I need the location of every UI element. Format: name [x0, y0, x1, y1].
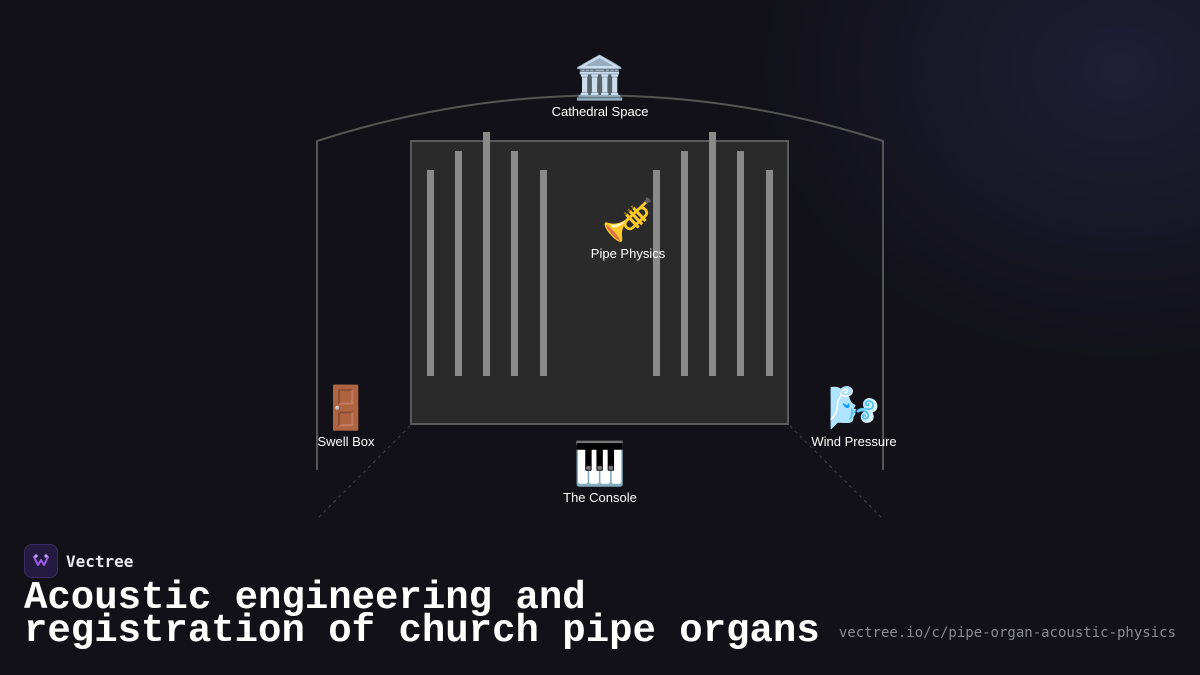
piano-keys-icon: 🎹: [573, 439, 627, 488]
classical-building-icon: 🏛️: [573, 53, 627, 102]
cathedral-arch: [316, 94, 884, 470]
node-label: Swell Box: [317, 434, 375, 449]
source-url[interactable]: vectree.io/c/pipe-organ-acoustic-physics: [838, 625, 1176, 641]
wind-face-icon: 🌬️: [827, 383, 881, 432]
node-label: Wind Pressure: [811, 434, 897, 449]
trumpet-icon: 🎺: [601, 195, 655, 244]
brand[interactable]: Vectree: [24, 544, 133, 578]
organ-pipe: [427, 170, 434, 376]
brand-name: Vectree: [66, 551, 134, 571]
node-label: Cathedral Space: [551, 104, 649, 119]
organ-pipe: [483, 132, 490, 376]
perspective-line-left: [317, 425, 411, 519]
door-icon: 🚪: [319, 383, 373, 432]
page-title: Acoustic engineering and registration of…: [24, 576, 820, 653]
node-label: The Console: [563, 490, 637, 505]
node-the-console[interactable]: 🎹 The Console: [563, 439, 637, 506]
organ-pipe: [540, 170, 547, 376]
node-pipe-physics[interactable]: 🎺 Pipe Physics: [590, 195, 666, 262]
node-swell-box[interactable]: 🚪 Swell Box: [317, 383, 375, 450]
organ-pipe: [709, 132, 716, 376]
organ-case: [410, 140, 789, 425]
perspective-line-right: [789, 425, 883, 519]
organ-pipe: [653, 170, 660, 376]
organ-pipe: [766, 170, 773, 376]
organ-pipe: [737, 151, 744, 376]
organ-pipe: [455, 151, 462, 376]
vectree-logo-icon: [24, 544, 58, 578]
console-bar: [576, 442, 623, 445]
node-cathedral-space[interactable]: 🏛️ Cathedral Space: [551, 53, 649, 120]
node-label: Pipe Physics: [590, 246, 666, 261]
node-wind-pressure[interactable]: 🌬️ Wind Pressure: [811, 383, 897, 450]
organ-pipe: [681, 151, 688, 376]
organ-pipe: [511, 151, 518, 376]
